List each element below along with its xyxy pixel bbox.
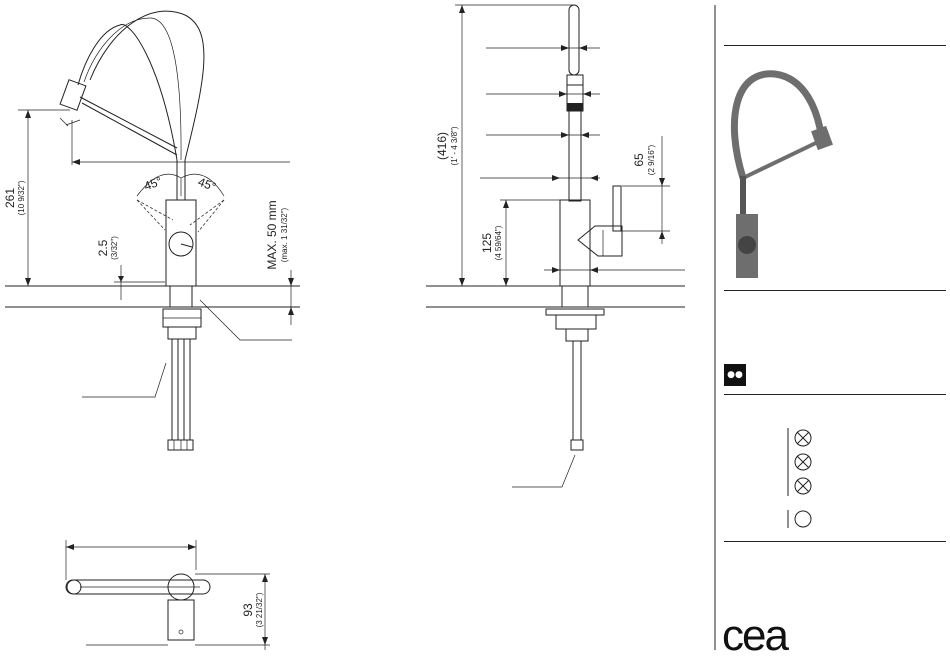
circle-icon — [795, 511, 811, 527]
water-drops-icon: ●● — [724, 364, 746, 386]
dim-125-inch: (4 59/64") — [494, 225, 503, 260]
angle-left-label: 45° — [142, 174, 164, 193]
dim-2-5-inch: (3/32") — [110, 236, 119, 260]
dim-261-inch: (10 9/32") — [17, 180, 26, 215]
sidebar-divider-top — [724, 45, 946, 46]
dim-max-50-inch: (max. 1 31/32") — [280, 207, 289, 262]
dim-93-value: 93 — [241, 603, 255, 617]
crossed-circle-icon — [795, 478, 811, 494]
sidebar-divider-2 — [724, 290, 946, 291]
side-view: (416) (1' - 4 3/8") 125 (4 59/64") 65 (2… — [426, 5, 685, 487]
brand-logo: cea — [722, 614, 787, 658]
dim-93-inch: (3 21/32") — [255, 592, 264, 627]
dim-125-value: 125 — [480, 233, 494, 253]
sidebar — [715, 5, 833, 650]
product-thumbnail — [734, 74, 833, 278]
crossed-circle-icon — [795, 430, 811, 446]
dim-261-value: 261 — [3, 188, 17, 208]
top-view: 93 (3 21/32") — [66, 540, 270, 650]
sidebar-divider-4 — [724, 541, 946, 542]
dim-2-5-value: 2.5 — [96, 239, 110, 256]
angle-right-label: 45° — [196, 175, 218, 194]
dim-65-inch: (2 9/16") — [647, 144, 656, 175]
dim-65-value: 65 — [632, 153, 646, 167]
front-view: 261 (10 9/32") 2.5 (3/32") MAX. 50 mm (m… — [3, 11, 300, 450]
dim-416-inch: (1' - 4 3/8") — [450, 126, 459, 165]
crossed-circle-icon — [795, 454, 811, 470]
dim-max-50-value: MAX. 50 mm — [265, 200, 279, 269]
dim-416-value: (416) — [435, 132, 449, 160]
sidebar-divider-3 — [724, 394, 946, 395]
